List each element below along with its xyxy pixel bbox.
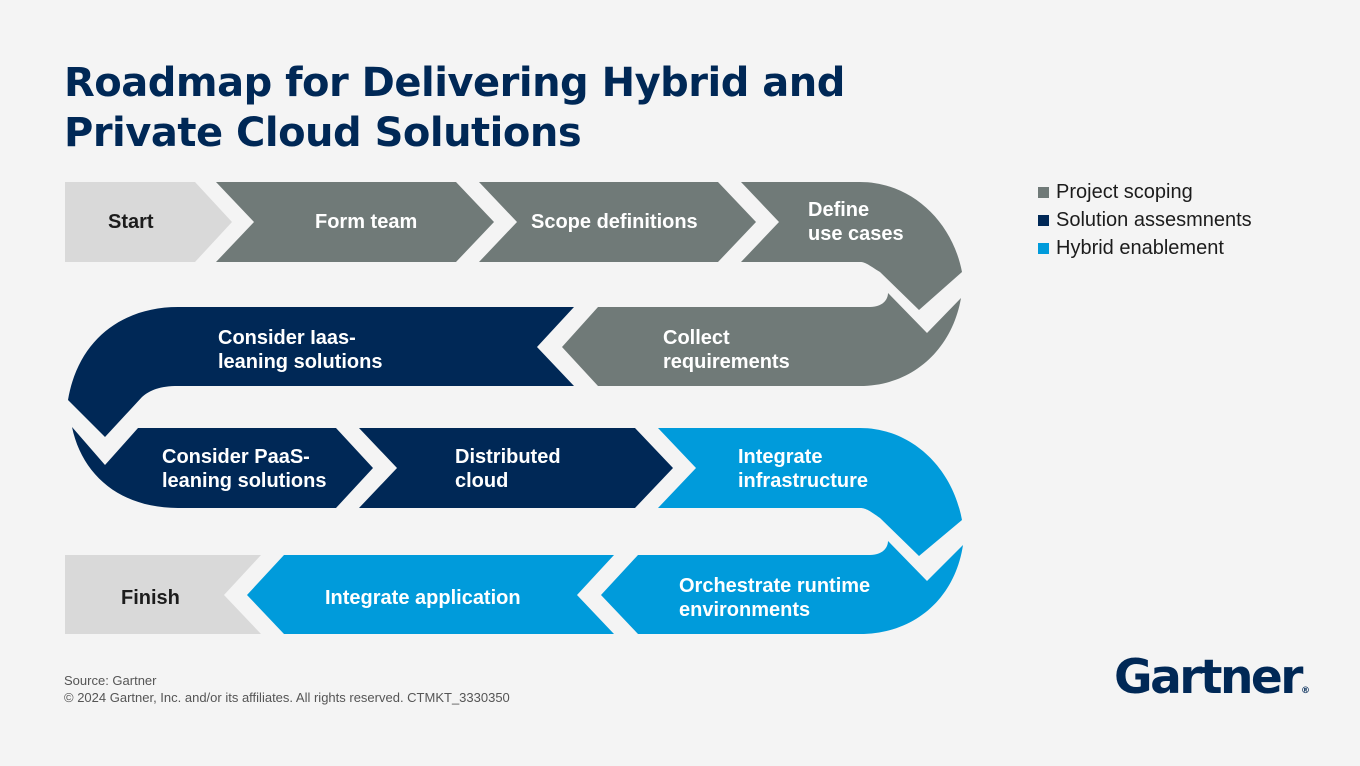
step-finish-shape xyxy=(65,555,261,634)
footer-copyright: © 2024 Gartner, Inc. and/or its affiliat… xyxy=(64,690,510,705)
step-consider-paas-shape xyxy=(72,427,373,508)
step-integrate-infrastructure-shape xyxy=(658,428,962,556)
step-distributed-cloud-shape xyxy=(359,428,673,508)
legend-item-hybrid-enablement: Hybrid enablement xyxy=(1038,234,1252,262)
legend: Project scoping Solution assesmnents Hyb… xyxy=(1038,178,1252,262)
step-define-use-cases-label: Define use cases xyxy=(808,199,904,245)
legend-swatch-hybrid-enablement xyxy=(1038,242,1049,254)
step-orchestrate-runtime-shape xyxy=(601,541,963,634)
step-integrate-application-shape xyxy=(247,555,614,634)
step-orchestrate-runtime-label: Orchestrate runtime environments xyxy=(679,575,876,621)
legend-item-solution-assessments: Solution assesmnents xyxy=(1038,206,1252,234)
footer-source: Source: Gartner xyxy=(64,673,157,688)
gartner-logo: Gartner® xyxy=(1114,650,1310,705)
legend-swatch-solution-assessments xyxy=(1038,214,1049,226)
step-collect-requirements-shape xyxy=(562,293,961,386)
step-start-shape xyxy=(65,182,232,262)
step-consider-iaas-shape xyxy=(68,307,574,437)
step-form-team-shape xyxy=(216,182,494,262)
step-consider-iaas-label: Consider Iaas- leaning solutions xyxy=(218,327,382,373)
step-distributed-cloud-label: Distributed cloud xyxy=(455,446,566,492)
step-finish-label: Finish xyxy=(121,587,180,609)
step-define-use-cases-shape xyxy=(741,182,962,310)
logo-registered-mark: ® xyxy=(1300,686,1310,696)
legend-label-project-scoping: Project scoping xyxy=(1056,180,1193,203)
page-title: Roadmap for Delivering Hybrid and Privat… xyxy=(64,60,845,156)
step-scope-definitions-shape xyxy=(479,182,756,262)
step-integrate-infrastructure-label: Integrate infrastructure xyxy=(738,446,868,492)
logo-text: Gartner xyxy=(1114,650,1303,705)
step-consider-paas-label: Consider PaaS- leaning solutions xyxy=(162,446,326,492)
step-start-label: Start xyxy=(108,211,154,233)
step-integrate-application-label: Integrate application xyxy=(325,587,521,609)
legend-item-project-scoping: Project scoping xyxy=(1038,178,1252,206)
legend-label-hybrid-enablement: Hybrid enablement xyxy=(1056,236,1224,259)
step-scope-definitions-label: Scope definitions xyxy=(531,211,698,233)
step-collect-requirements-label: Collect requirements xyxy=(663,327,790,373)
footer: Source: Gartner © 2024 Gartner, Inc. and… xyxy=(64,672,510,706)
step-form-team-label: Form team xyxy=(315,211,417,233)
legend-label-solution-assessments: Solution assesmnents xyxy=(1056,208,1252,231)
legend-swatch-project-scoping xyxy=(1038,186,1049,198)
